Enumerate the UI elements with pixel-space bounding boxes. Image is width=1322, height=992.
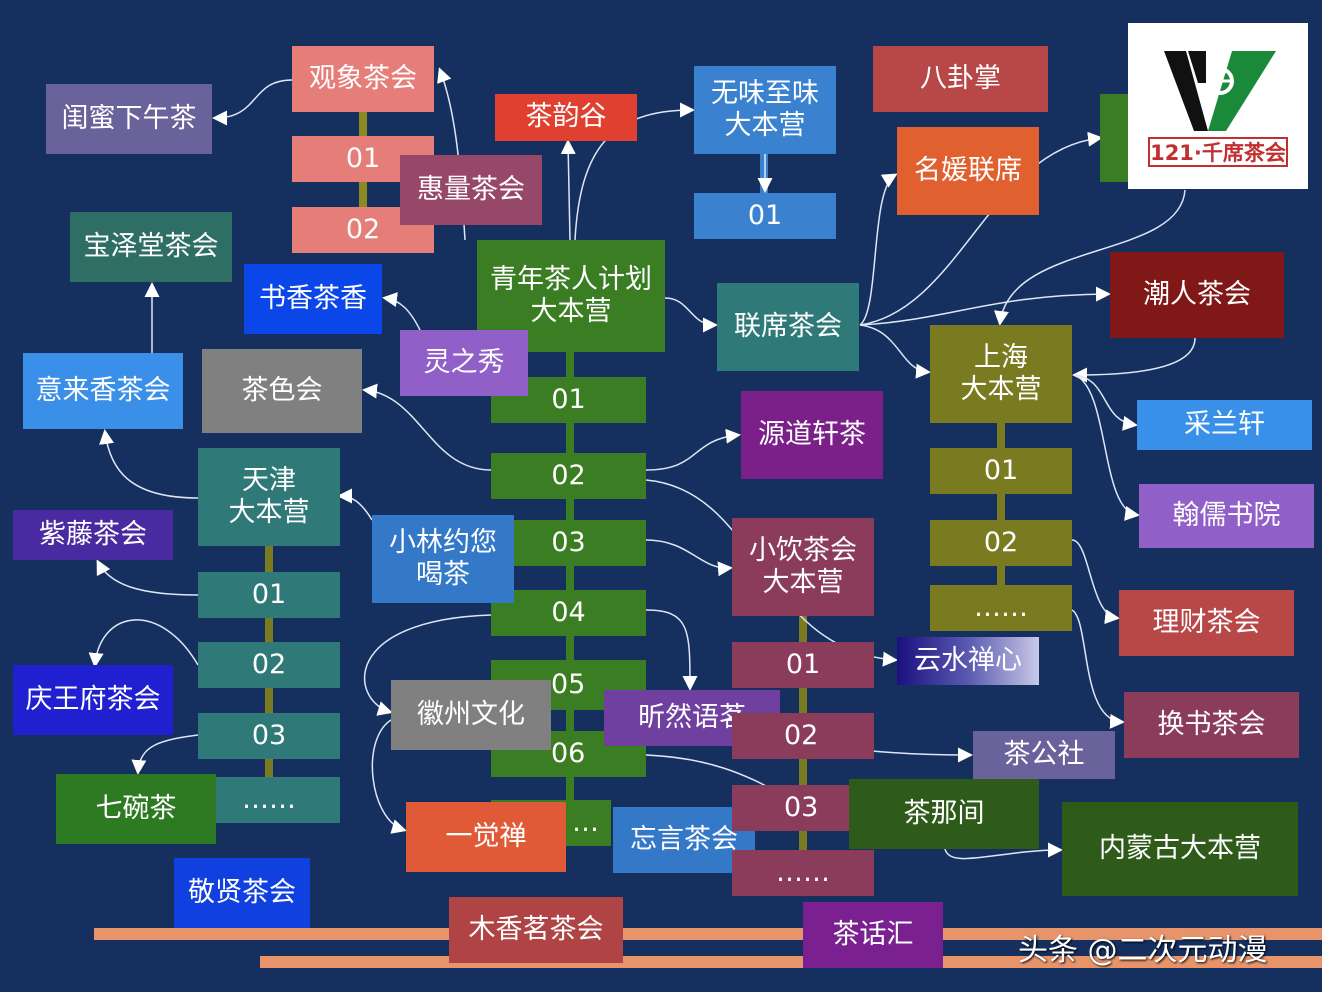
logo-w-icon bbox=[1164, 51, 1276, 131]
logo: 121·千席茶会 bbox=[1128, 23, 1308, 189]
node-tianjin-02[interactable]: 02 bbox=[198, 642, 340, 688]
node-yilaixiang[interactable]: 意来香茶会 bbox=[23, 353, 183, 429]
node-shanghai-02[interactable]: 02 bbox=[930, 520, 1072, 566]
node-qingnian-03[interactable]: 03 bbox=[491, 520, 646, 566]
node-wuwei[interactable]: 无味至味 大本营 bbox=[694, 66, 836, 154]
node-guanxiang[interactable]: 观象茶会 bbox=[292, 46, 434, 112]
node-huanshu[interactable]: 换书茶会 bbox=[1124, 692, 1299, 758]
node-yijuechan[interactable]: 一觉禅 bbox=[406, 802, 566, 872]
node-mingyuan[interactable]: 名媛联席 bbox=[897, 127, 1039, 215]
node-tianjin-more[interactable]: …… bbox=[198, 777, 340, 823]
node-lingzhixiu[interactable]: 灵之秀 bbox=[400, 330, 528, 396]
logo-text: 121·千席茶会 bbox=[1148, 137, 1288, 167]
node-shanghai[interactable]: 上海 大本营 bbox=[930, 325, 1072, 423]
connector bbox=[760, 152, 768, 197]
node-huiliang[interactable]: 惠量茶会 bbox=[400, 155, 542, 225]
node-shanghai-01[interactable]: 01 bbox=[930, 448, 1072, 494]
node-huizhou[interactable]: 徽州文化 bbox=[391, 680, 551, 750]
node-yunshui[interactable]: 云水禅心 bbox=[897, 637, 1039, 685]
node-neimenggu[interactable]: 内蒙古大本营 bbox=[1062, 802, 1298, 896]
node-hanru[interactable]: 翰儒书院 bbox=[1139, 484, 1314, 548]
node-licai[interactable]: 理财茶会 bbox=[1119, 590, 1294, 656]
node-shuxiang[interactable]: 书香茶香 bbox=[244, 264, 382, 334]
node-jingxian[interactable]: 敬贤茶会 bbox=[174, 858, 310, 928]
node-xiaoyin-more[interactable]: …… bbox=[732, 850, 874, 896]
node-chasehui[interactable]: 茶色会 bbox=[202, 349, 362, 433]
node-tianjin[interactable]: 天津 大本营 bbox=[198, 448, 340, 546]
node-xiaoyin-01[interactable]: 01 bbox=[732, 642, 874, 688]
node-qiwancha[interactable]: 七碗茶 bbox=[56, 774, 216, 844]
node-tianjin-01[interactable]: 01 bbox=[198, 572, 340, 618]
node-qingwangfu[interactable]: 庆王府茶会 bbox=[13, 665, 173, 735]
node-wangyan[interactable]: 忘言茶会 bbox=[613, 807, 755, 873]
node-chagongshe[interactable]: 茶公社 bbox=[973, 731, 1115, 779]
decorative-bar-top bbox=[94, 928, 1322, 940]
node-xiaoyin[interactable]: 小饮茶会 大本营 bbox=[732, 518, 874, 616]
node-xiaoyin-02[interactable]: 02 bbox=[732, 713, 874, 759]
node-xiaolin[interactable]: 小林约您 喝茶 bbox=[372, 515, 514, 603]
node-guimi[interactable]: 闺蜜下午茶 bbox=[46, 84, 212, 154]
node-bagua[interactable]: 八卦掌 bbox=[873, 46, 1048, 112]
node-qingnian-04[interactable]: 04 bbox=[491, 590, 646, 636]
node-yuandao[interactable]: 源道轩茶 bbox=[741, 391, 883, 479]
watermark: 头条 @二次元动漫 bbox=[1018, 933, 1268, 968]
node-cailan[interactable]: 采兰轩 bbox=[1137, 400, 1312, 450]
node-chahuahui[interactable]: 茶话汇 bbox=[803, 902, 943, 968]
node-shanghai-more[interactable]: …… bbox=[930, 585, 1072, 631]
connector bbox=[566, 350, 574, 810]
node-chanajian[interactable]: 茶那间 bbox=[849, 779, 1039, 849]
node-chaoren[interactable]: 潮人茶会 bbox=[1110, 252, 1284, 338]
node-muxiang[interactable]: 木香茗茶会 bbox=[449, 897, 623, 963]
node-chayungu[interactable]: 茶韵谷 bbox=[495, 94, 637, 141]
node-wuwei-01[interactable]: 01 bbox=[694, 193, 836, 239]
connector bbox=[997, 420, 1005, 590]
node-qingnian-02[interactable]: 02 bbox=[491, 453, 646, 499]
node-ziteng[interactable]: 紫藤茶会 bbox=[13, 510, 173, 560]
node-tianjin-03[interactable]: 03 bbox=[198, 713, 340, 759]
node-baozetang[interactable]: 宝泽堂茶会 bbox=[70, 212, 232, 282]
node-lianxi[interactable]: 联席茶会 bbox=[717, 283, 859, 371]
